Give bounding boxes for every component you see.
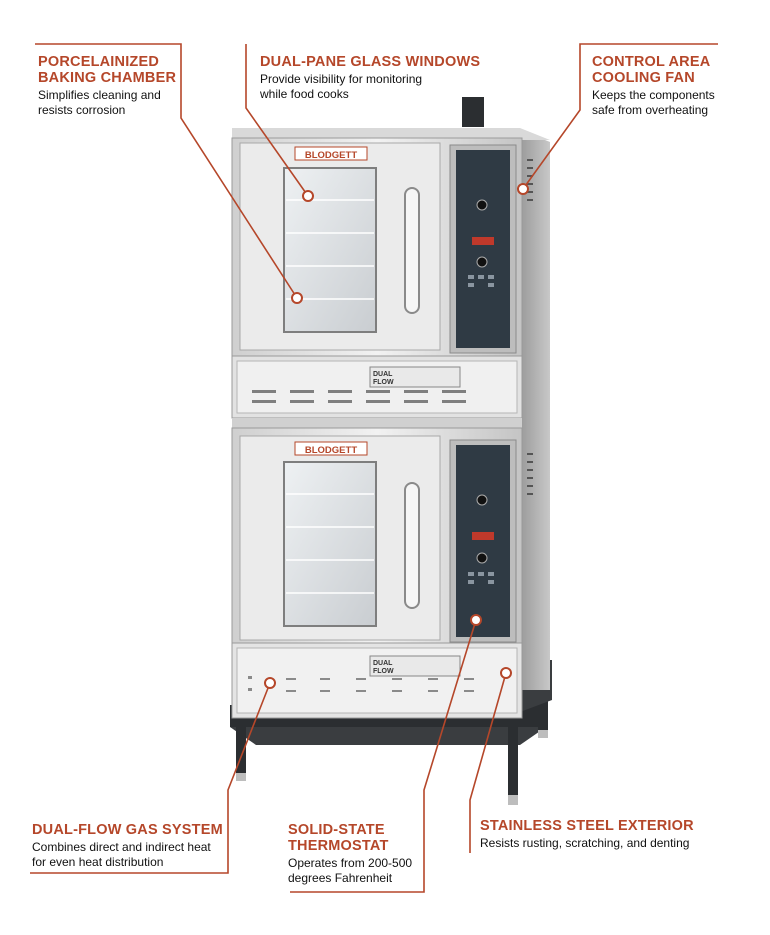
callout-title: PORCELAINIZED BAKING CHAMBER [38,54,177,86]
callout-dots [264,183,529,689]
upper-badge-line1: DUAL [373,371,393,378]
callout-title: DUAL-FLOW GAS SYSTEM [32,822,223,838]
lower-badge-line1: DUAL [373,660,393,667]
callout-desc: Keeps the components safe from overheati… [592,88,715,117]
leader-porcelainized [35,43,298,299]
callout-thermostat: SOLID-STATE THERMOSTAT Operates from 200… [288,822,412,885]
callout-dual-pane: DUAL-PANE GLASS WINDOWS Provide visibili… [260,54,480,101]
callout-porcelainized: PORCELAINIZED BAKING CHAMBER Simplifies … [38,54,176,117]
callout-desc: Operates from 200-500 degrees Fahrenheit [288,856,413,885]
lower-brand-plate [294,441,368,456]
leader-lines [30,43,718,893]
dot-stainless [500,667,512,679]
lower-dualflow-plate [369,655,461,677]
leader-cooling-fan [522,43,718,190]
dot-dual-flow [264,677,276,689]
leader-dual-flow [30,682,271,874]
dot-porcelainized [291,292,303,304]
leader-stainless [469,672,507,853]
dot-dual-pane [302,190,314,202]
lower-control-panel [456,445,510,637]
upper-oven [231,128,550,419]
callout-desc: Simplifies cleaning and resists corrosio… [38,88,161,117]
upper-brand-plate [294,146,368,161]
dot-thermostat [470,614,482,626]
callout-desc: Resists rusting, scratching, and denting [480,836,690,850]
callout-title: SOLID-STATE THERMOSTAT [288,822,389,854]
lower-badge-line2: FLOW [373,668,394,675]
lower-brand-text: BLODGETT [305,445,357,456]
upper-badge-line2: FLOW [373,379,394,386]
flue-vent [462,97,484,127]
callout-desc: Combines direct and indirect heat for ev… [32,840,211,869]
callout-title: DUAL-PANE GLASS WINDOWS [260,54,481,70]
upper-dualflow-plate [369,366,461,388]
leader-dual-pane [245,44,309,197]
callout-title: CONTROL AREA COOLING FAN [592,54,711,86]
dot-cooling-fan [517,183,529,195]
upper-control-panel [456,150,510,348]
callout-title: STAINLESS STEEL EXTERIOR [480,818,694,834]
leader-thermostat [290,619,477,893]
callout-cooling-fan: CONTROL AREA COOLING FAN Keeps the compo… [592,54,715,117]
lower-oven [231,418,523,719]
upper-brand-text: BLODGETT [305,150,357,161]
oven-side-panel [520,130,550,690]
callout-stainless: STAINLESS STEEL EXTERIOR Resists rusting… [480,818,694,851]
callout-dual-flow: DUAL-FLOW GAS SYSTEM Combines direct and… [32,822,223,869]
callout-desc: Provide visibility for monitoring while … [260,72,423,101]
